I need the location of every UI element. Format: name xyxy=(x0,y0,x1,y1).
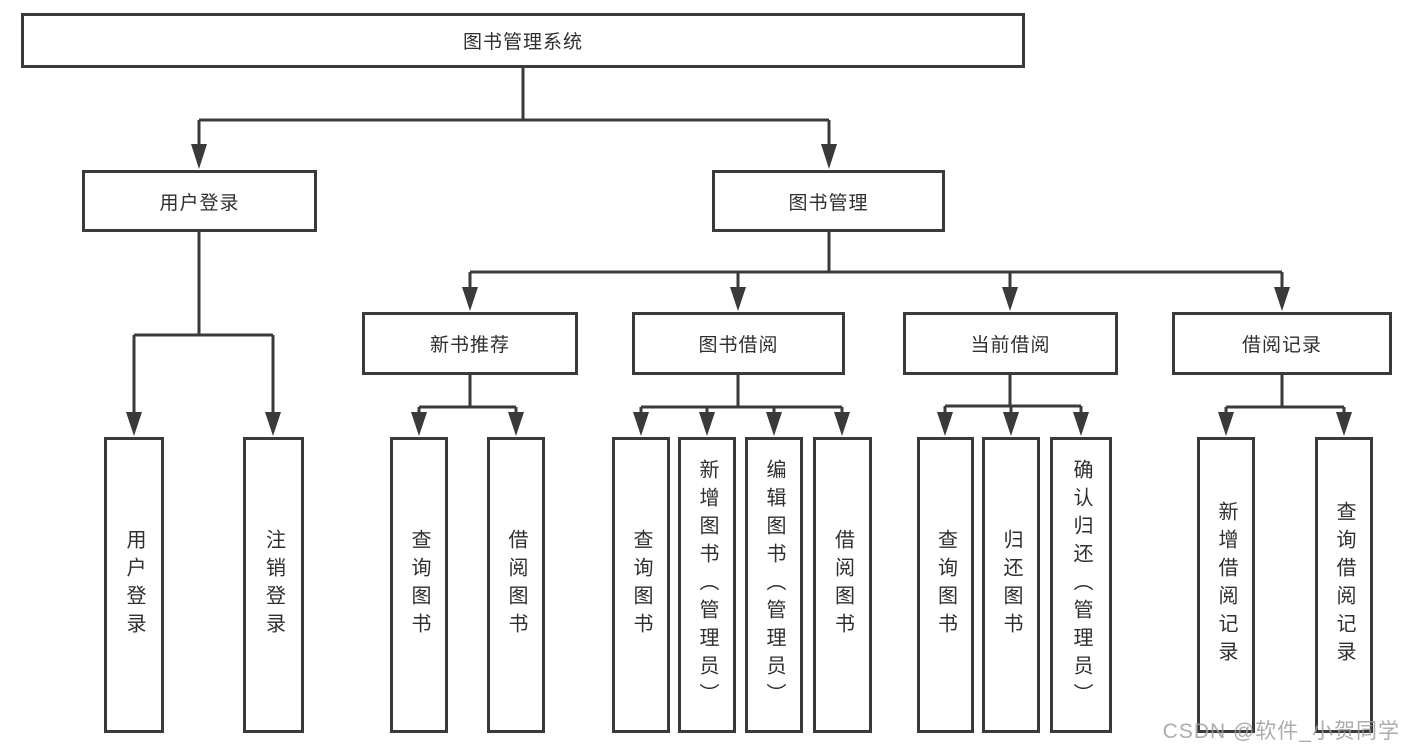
connector-borrow xyxy=(641,375,842,409)
leaf-confirm-return-admin: 确认归还（管理员） xyxy=(1050,437,1112,733)
node-new-book-recommend: 新书推荐 xyxy=(362,312,578,375)
leaf-newrec-query-books: 查询图书 xyxy=(390,437,448,733)
arrowhead xyxy=(699,412,715,436)
leaf-newrec-query-books-label: 查询图书 xyxy=(408,529,430,641)
leaf-add-books-admin-label: 新增图书（管理员） xyxy=(696,459,718,711)
node-root: 图书管理系统 xyxy=(21,13,1025,68)
node-current-borrowing: 当前借阅 xyxy=(903,312,1118,375)
arrowhead xyxy=(508,412,524,436)
leaf-edit-books-admin: 编辑图书（管理员） xyxy=(745,437,803,733)
arrowhead xyxy=(1336,412,1352,436)
arrowhead xyxy=(766,412,782,436)
leaf-add-books-admin: 新增图书（管理员） xyxy=(678,437,736,733)
leaf-logout: 注销登录 xyxy=(243,437,304,733)
leaf-add-borrow-record: 新增借阅记录 xyxy=(1197,437,1255,733)
node-book-borrowing: 图书借阅 xyxy=(632,312,845,375)
leaf-logout-label: 注销登录 xyxy=(262,529,285,641)
leaf-borrow-books-label: 借阅图书 xyxy=(831,529,854,641)
arrowhead xyxy=(265,412,281,436)
connector-user-login-drops xyxy=(132,335,275,414)
leaf-confirm-return-admin-label: 确认归还（管理员） xyxy=(1070,459,1092,711)
connector-book-mgmt-drops xyxy=(468,272,1284,289)
node-current-borrowing-label: 当前借阅 xyxy=(970,335,1051,356)
arrowhead xyxy=(937,412,953,436)
leaf-user-login-label: 用户登录 xyxy=(123,529,145,641)
node-user-login-label: 用户登录 xyxy=(159,192,240,214)
arrowhead xyxy=(730,287,746,311)
leaf-newrec-borrow-books-label: 借阅图书 xyxy=(505,529,527,641)
leaf-user-login: 用户登录 xyxy=(104,437,164,733)
leaf-current-query-books-label: 查询图书 xyxy=(934,529,957,641)
connector-root-drops xyxy=(197,120,831,147)
arrowhead xyxy=(411,412,427,436)
node-user-login: 用户登录 xyxy=(82,170,317,232)
leaf-borrow-query-books: 查询图书 xyxy=(612,437,670,733)
leaf-newrec-borrow-books: 借阅图书 xyxy=(487,437,545,733)
connector-borrow-drops xyxy=(639,407,844,414)
node-borrowing-records: 借阅记录 xyxy=(1172,312,1392,375)
arrowhead xyxy=(462,287,478,311)
connector-user-login xyxy=(134,232,273,337)
connector-records xyxy=(1226,375,1344,409)
arrowhead xyxy=(191,144,207,169)
arrowhead xyxy=(834,412,850,436)
connector-current xyxy=(945,375,1081,408)
arrowhead xyxy=(1002,287,1018,311)
leaf-edit-books-admin-label: 编辑图书（管理员） xyxy=(763,459,785,711)
leaf-add-borrow-record-label: 新增借阅记录 xyxy=(1215,501,1237,669)
connector-root xyxy=(199,68,829,122)
arrowhead xyxy=(821,144,837,169)
csdn-watermark: CSDN @软件_小贺同学 xyxy=(1162,720,1400,743)
node-book-management: 图书管理 xyxy=(712,170,945,232)
leaf-borrow-query-books-label: 查询图书 xyxy=(630,529,652,641)
node-new-book-recommend-label: 新书推荐 xyxy=(429,335,510,356)
arrowhead xyxy=(1218,412,1234,436)
connector-book-mgmt xyxy=(470,232,1282,274)
node-borrowing-records-label: 借阅记录 xyxy=(1241,335,1322,356)
node-book-management-label: 图书管理 xyxy=(788,192,869,214)
leaf-query-borrow-record: 查询借阅记录 xyxy=(1315,437,1373,733)
node-root-label: 图书管理系统 xyxy=(462,32,583,53)
arrowhead xyxy=(633,412,649,436)
arrowhead xyxy=(1274,287,1290,311)
leaf-return-books: 归还图书 xyxy=(982,437,1040,733)
node-book-borrowing-label: 图书借阅 xyxy=(698,335,779,356)
leaf-current-query-books: 查询图书 xyxy=(917,437,974,733)
arrowhead xyxy=(1073,412,1089,436)
leaf-return-books-label: 归还图书 xyxy=(1000,529,1022,641)
arrowhead xyxy=(126,412,142,436)
leaf-query-borrow-record-label: 查询借阅记录 xyxy=(1333,501,1355,669)
connector-new-book xyxy=(419,375,516,409)
arrowhead xyxy=(1003,412,1019,436)
leaf-borrow-books: 借阅图书 xyxy=(813,437,872,733)
